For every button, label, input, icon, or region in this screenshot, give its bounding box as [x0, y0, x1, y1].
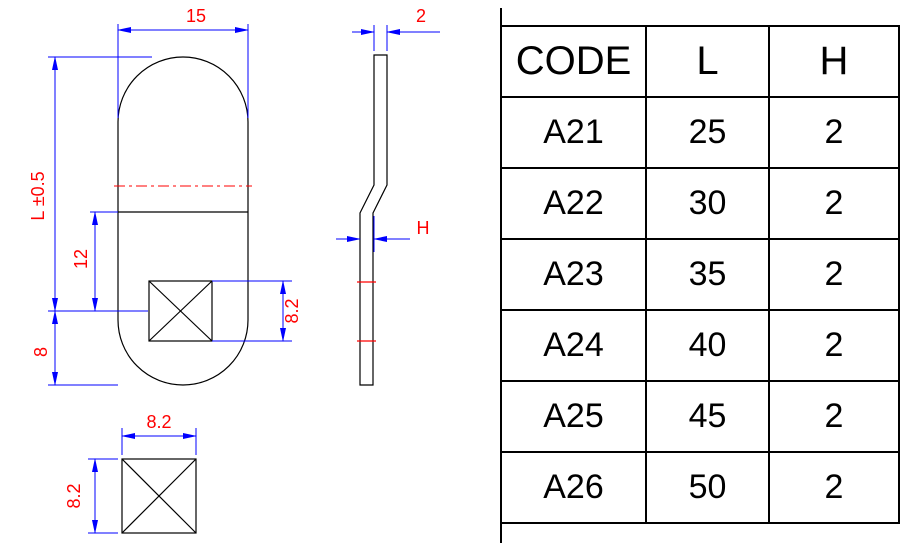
cell-code: A26: [500, 451, 647, 524]
side-view-outline: [359, 54, 388, 386]
dim-front-width: 15: [117, 6, 249, 118]
dim-front-mid-label: 12: [71, 249, 91, 269]
cell-code: A24: [500, 309, 647, 382]
dim-detail-width: 8.2: [121, 412, 197, 455]
dim-front-width-label: 15: [186, 6, 206, 26]
cell-l: 30: [645, 167, 770, 240]
dim-front-bottom: 8: [31, 310, 118, 386]
detail-square: [121, 458, 197, 534]
cell-h: 2: [768, 309, 900, 382]
cell-code: A23: [500, 238, 647, 311]
dim-front-square: 8.2: [212, 280, 302, 342]
header-l: L: [645, 25, 770, 98]
dim-detail-height: 8.2: [64, 458, 118, 534]
cell-code: A21: [500, 96, 647, 169]
cell-l: 35: [645, 238, 770, 311]
dim-detail-height-label: 8.2: [64, 483, 84, 508]
cell-l: 50: [645, 451, 770, 524]
dim-front-square-label: 8.2: [282, 298, 302, 323]
dim-front-length-label: L ±0.5: [28, 171, 48, 220]
technical-drawing: 15 L ±0.5 12 8 8.2: [28, 6, 440, 534]
cell-l: 25: [645, 96, 770, 169]
header-h: H: [768, 25, 900, 98]
spec-table: CODE L H A21 25 2 A22 30 2 A23 35 2 A24: [500, 25, 900, 524]
cell-l: 40: [645, 309, 770, 382]
cell-code: A25: [500, 380, 647, 453]
dim-side-thickness-label: 2: [416, 6, 426, 26]
table-header-row: CODE L H: [500, 25, 900, 98]
cell-h: 2: [768, 451, 900, 524]
dim-side-thickness: 2: [352, 6, 440, 51]
table-row: A26 50 2: [500, 451, 900, 524]
header-code: CODE: [500, 25, 647, 98]
cell-h: 2: [768, 238, 900, 311]
front-square-hole: [148, 280, 213, 342]
table-row: A23 35 2: [500, 238, 900, 311]
dim-side-offset-label: H: [417, 218, 430, 238]
dim-detail-width-label: 8.2: [146, 412, 171, 432]
table-row: A24 40 2: [500, 309, 900, 382]
dim-side-offset: H: [336, 216, 430, 252]
cell-h: 2: [768, 96, 900, 169]
side-view: 2 H: [336, 6, 440, 386]
front-view-outline: [117, 56, 249, 386]
dim-front-mid: 12: [71, 211, 118, 312]
front-view: 15 L ±0.5 12 8 8.2: [28, 6, 302, 386]
detail-view: 8.2 8.2: [64, 412, 197, 534]
table-row: A25 45 2: [500, 380, 900, 453]
cell-h: 2: [768, 380, 900, 453]
cell-l: 45: [645, 380, 770, 453]
dim-front-length: L ±0.5: [28, 56, 152, 312]
cell-h: 2: [768, 167, 900, 240]
cell-code: A22: [500, 167, 647, 240]
dim-front-bottom-label: 8: [31, 347, 51, 357]
table-row: A21 25 2: [500, 96, 900, 169]
table-row: A22 30 2: [500, 167, 900, 240]
